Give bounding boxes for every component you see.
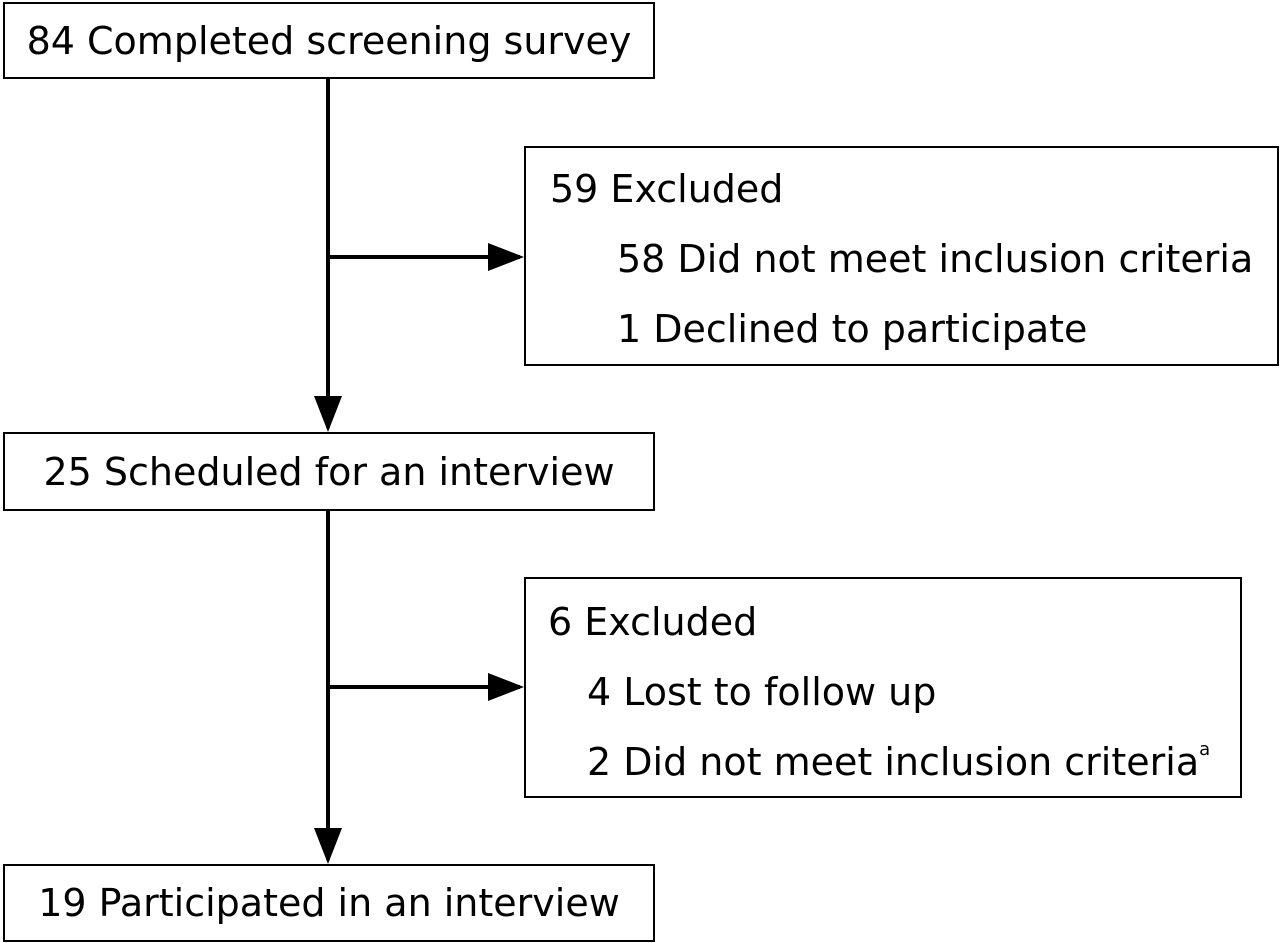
screened-label: 84 Completed screening survey xyxy=(26,18,632,63)
arrowhead-right-2 xyxy=(488,673,524,701)
scheduled-box: 25 Scheduled for an interview xyxy=(3,432,655,511)
exclusion-2-reason-2: 2 Did not meet inclusion criteria xyxy=(587,740,1200,784)
arrowhead-right-1 xyxy=(488,243,524,271)
arrowhead-down-2 xyxy=(314,828,342,864)
exclusion-box-2: 6 Excluded 4 Lost to follow up 2 Did not… xyxy=(524,577,1242,798)
exclusion-1-title: 59 Excluded xyxy=(550,167,784,211)
participated-label: 19 Participated in an interview xyxy=(38,881,620,925)
exclusion-1-reason-1: 58 Did not meet inclusion criteria xyxy=(617,237,1254,281)
exclusion-1-reason-2: 1 Declined to participate xyxy=(617,307,1088,351)
scheduled-label: 25 Scheduled for an interview xyxy=(43,449,615,494)
screened-box: 84 Completed screening survey xyxy=(3,2,655,79)
exclusion-2-reason-2-wrap: 2 Did not meet inclusion criteriaa xyxy=(587,740,1210,784)
participated-box: 19 Participated in an interview xyxy=(3,864,655,942)
exclusion-box-1: 59 Excluded 58 Did not meet inclusion cr… xyxy=(524,146,1279,366)
footnote-marker: a xyxy=(1199,739,1211,760)
exclusion-2-reason-1: 4 Lost to follow up xyxy=(587,670,937,714)
arrowhead-down-1 xyxy=(314,396,342,432)
exclusion-2-title: 6 Excluded xyxy=(548,600,758,644)
